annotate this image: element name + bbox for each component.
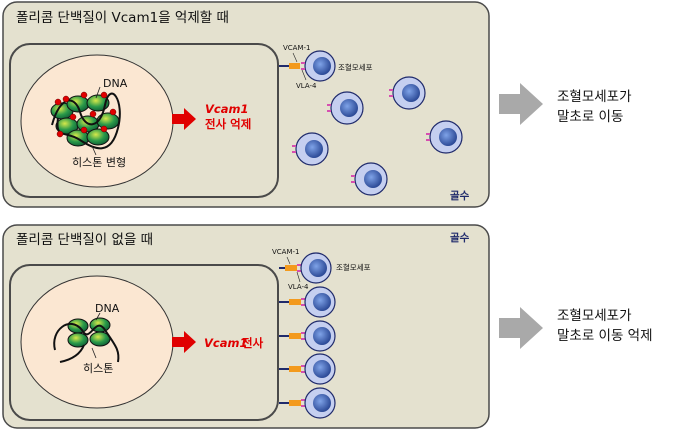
hsc-cell-bound xyxy=(279,387,336,419)
gene-label: Vcam1 xyxy=(204,336,247,350)
cell-label: 조혈모세포 xyxy=(336,262,371,272)
hsc-cell xyxy=(426,120,463,154)
panel-title: 폴리콤 단백질이 없을 때 xyxy=(16,232,153,248)
gray-arrow xyxy=(499,83,543,125)
gray-arrow xyxy=(499,307,543,349)
location-label: 골수 xyxy=(450,190,470,202)
outcome-line1: 조혈모세포가 xyxy=(557,89,632,105)
panel-absent: 폴리콤 단백질이 없을 때 골수 DNA 히스톤 Vcam1 전사 VCAM-1… xyxy=(2,224,653,429)
hsc-cell xyxy=(301,50,336,82)
hsc-cell-bound xyxy=(279,353,336,385)
histone-label: 히스톤 xyxy=(83,361,113,375)
histone-label: 히스톤 변형 xyxy=(72,155,126,169)
chromatin-open xyxy=(53,317,120,363)
transcription-label: 전사 억제 xyxy=(205,117,251,131)
gene-label: Vcam1 xyxy=(205,102,248,116)
panel-title: 폴리콤 단백질이 Vcam1을 억제할 때 xyxy=(16,10,229,26)
transcription-label: 전사 xyxy=(242,336,264,350)
outcome-line2: 말초로 이동 xyxy=(557,109,623,125)
vcam-label: VCAM-1 xyxy=(283,44,310,52)
hsc-cell xyxy=(327,91,364,125)
vcam1-receptor xyxy=(289,63,300,69)
chromatin-repressed xyxy=(50,91,121,150)
red-arrow xyxy=(172,108,196,130)
cell-label: 조혈모세포 xyxy=(338,62,373,72)
hsc-cell xyxy=(292,132,329,166)
red-arrow xyxy=(172,331,196,353)
hsc-cells xyxy=(292,50,463,196)
outcome-line2: 말초로 이동 억제 xyxy=(557,328,653,344)
hsc-cell-bound xyxy=(279,320,336,352)
dna-label: DNA xyxy=(95,302,120,315)
hsc-cell-bound xyxy=(279,252,332,284)
hsc-cell-bound xyxy=(279,286,336,318)
outcome-line1: 조혈모세포가 xyxy=(557,308,632,324)
hsc-cell xyxy=(389,76,426,110)
vcam-label: VCAM-1 xyxy=(272,248,299,256)
panel-repressed: 폴리콤 단백질이 Vcam1을 억제할 때 골수 D xyxy=(2,1,632,208)
dna-label: DNA xyxy=(103,77,128,90)
hsc-cells-bound xyxy=(279,252,336,419)
hsc-cell xyxy=(351,162,388,196)
vla-label: VLA-4 xyxy=(288,283,309,291)
location-label: 골수 xyxy=(450,232,470,244)
vla-label: VLA-4 xyxy=(296,82,317,90)
